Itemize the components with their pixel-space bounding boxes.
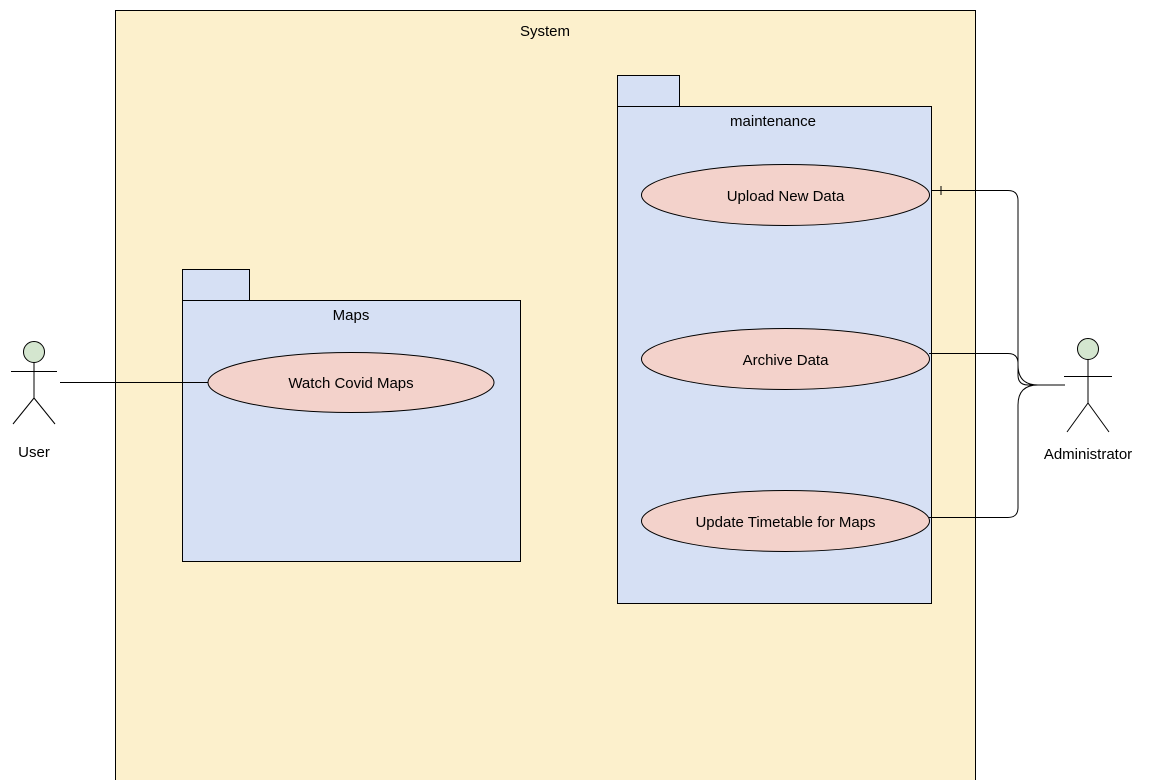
association-admin-archive-data — [929, 353, 1065, 386]
use-case-watch-covid-maps-ellipse — [207, 352, 495, 413]
package-maps-label: Maps — [333, 307, 370, 324]
use-case-upload-new-data[interactable]: Upload New Data — [641, 164, 930, 226]
user-stick-figure-icon — [11, 341, 57, 425]
actor-user[interactable]: User — [11, 341, 57, 462]
actor-user-label: User — [18, 444, 50, 461]
package-maintenance-tab — [617, 75, 680, 107]
use-case-upload-new-data-label: Upload New Data — [727, 188, 845, 205]
actor-administrator[interactable]: Administrator — [1044, 338, 1132, 464]
package-maps-body — [182, 300, 521, 562]
package-maps: Maps — [182, 269, 521, 562]
system-label: System — [520, 23, 570, 40]
use-case-watch-covid-maps[interactable]: Watch Covid Maps — [207, 352, 495, 413]
association-admin-update-timetable — [929, 384, 1065, 518]
use-case-archive-data-ellipse — [641, 328, 930, 390]
package-maps-tab — [182, 269, 250, 301]
use-case-archive-data-label: Archive Data — [743, 352, 830, 369]
use-case-upload-new-data-ellipse — [641, 164, 930, 226]
use-case-archive-data[interactable]: Archive Data — [641, 328, 930, 390]
association-admin-upload-new-data — [931, 190, 1065, 386]
use-case-watch-covid-maps-label: Watch Covid Maps — [288, 375, 413, 392]
package-maintenance-label: maintenance — [730, 113, 816, 130]
use-case-update-timetable-ellipse — [641, 490, 930, 552]
use-case-update-timetable-label: Update Timetable for Maps — [695, 514, 875, 531]
administrator-stick-figure-icon — [1064, 338, 1112, 433]
actor-administrator-label: Administrator — [1044, 446, 1132, 463]
use-case-update-timetable[interactable]: Update Timetable for Maps — [641, 490, 930, 552]
associations — [60, 186, 1065, 518]
